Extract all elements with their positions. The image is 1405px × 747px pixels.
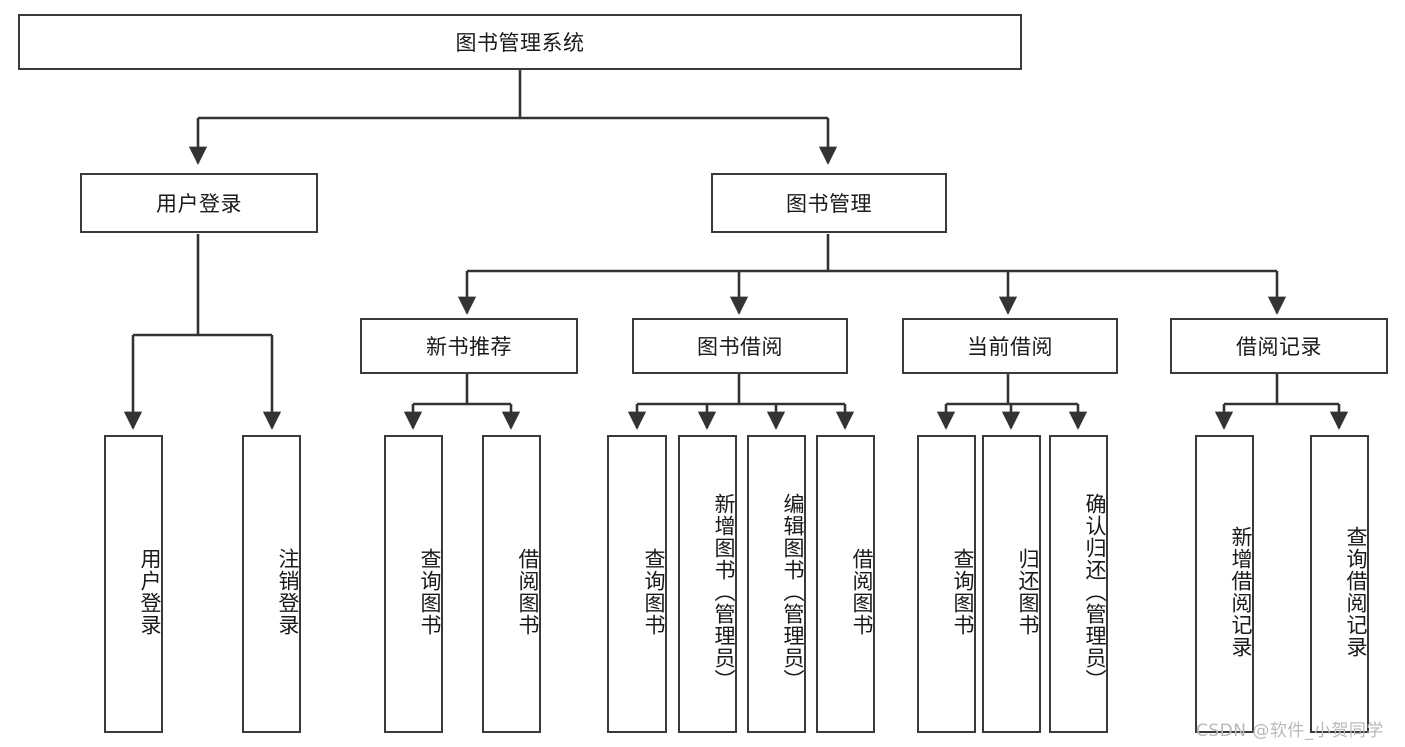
leaf-edit-book-admin-label: 编辑图书（管理员）: [781, 493, 805, 691]
node-user-login-label: 用户登录: [156, 192, 242, 216]
leaf-query-borrow-record-label: 查询借阅记录: [1344, 526, 1368, 658]
node-current-borrow[interactable]: 当前借阅: [902, 318, 1118, 374]
leaf-logout[interactable]: 注销登录: [242, 435, 301, 733]
node-root-label: 图书管理系统: [455, 31, 585, 55]
node-new-book-recommend-label: 新书推荐: [426, 335, 512, 359]
leaf-borrow-books[interactable]: 借阅图书: [816, 435, 875, 733]
leaf-query-books-borrow[interactable]: 查询图书: [607, 435, 667, 733]
leaf-query-books-current[interactable]: 查询图书: [917, 435, 976, 733]
node-current-borrow-label: 当前借阅: [967, 335, 1053, 359]
leaf-query-books-current-label: 查询图书: [951, 548, 975, 636]
leaf-borrow-books-label: 借阅图书: [850, 548, 874, 636]
leaf-user-login-label: 用户登录: [138, 548, 162, 636]
leaf-add-book-admin-label: 新增图书（管理员）: [712, 493, 736, 691]
node-borrow-records-label: 借阅记录: [1236, 335, 1322, 359]
leaf-user-login[interactable]: 用户登录: [104, 435, 163, 733]
leaf-add-borrow-record-label: 新增借阅记录: [1229, 526, 1253, 658]
leaf-query-books-recommend[interactable]: 查询图书: [384, 435, 443, 733]
node-root[interactable]: 图书管理系统: [18, 14, 1022, 70]
watermark: CSDN @软件_小贺同学: [1196, 721, 1384, 741]
leaf-confirm-return-admin-label: 确认归还（管理员）: [1083, 493, 1107, 691]
leaf-logout-label: 注销登录: [276, 548, 300, 636]
leaf-edit-book-admin[interactable]: 编辑图书（管理员）: [747, 435, 806, 733]
node-borrow-records[interactable]: 借阅记录: [1170, 318, 1388, 374]
leaf-return-books-label: 归还图书: [1016, 548, 1040, 636]
leaf-add-book-admin[interactable]: 新增图书（管理员）: [678, 435, 737, 733]
leaf-return-books[interactable]: 归还图书: [982, 435, 1041, 733]
leaf-borrow-books-recommend[interactable]: 借阅图书: [482, 435, 541, 733]
leaf-query-borrow-record[interactable]: 查询借阅记录: [1310, 435, 1369, 733]
node-book-borrow[interactable]: 图书借阅: [632, 318, 848, 374]
node-book-borrow-label: 图书借阅: [697, 335, 783, 359]
node-user-login[interactable]: 用户登录: [80, 173, 318, 233]
leaf-confirm-return-admin[interactable]: 确认归还（管理员）: [1049, 435, 1108, 733]
leaf-query-books-recommend-label: 查询图书: [418, 548, 442, 636]
leaf-borrow-books-recommend-label: 借阅图书: [516, 548, 540, 636]
leaf-add-borrow-record[interactable]: 新增借阅记录: [1195, 435, 1254, 733]
node-book-management-label: 图书管理: [786, 192, 872, 216]
leaf-query-books-borrow-label: 查询图书: [642, 548, 666, 636]
node-new-book-recommend[interactable]: 新书推荐: [360, 318, 578, 374]
node-book-management[interactable]: 图书管理: [711, 173, 947, 233]
